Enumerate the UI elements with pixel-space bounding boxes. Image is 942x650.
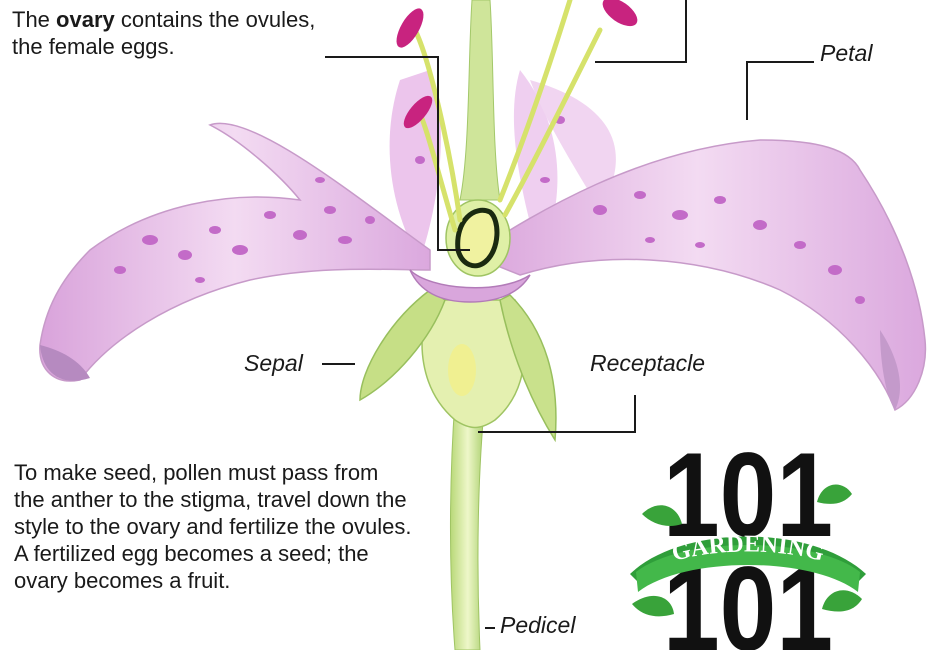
ovary-term: ovary: [56, 7, 115, 32]
ovary-caption: The ovary contains the ovules, the femal…: [12, 6, 342, 60]
receptacle-label: Receptacle: [590, 350, 705, 377]
pollination-caption: To make seed, pollen must pass from the …: [14, 459, 414, 594]
gardening-101-logo: 101 101 GARDENING: [622, 424, 874, 650]
style: [460, 0, 500, 200]
pedicel-label: Pedicel: [500, 612, 575, 639]
sepal-label: Sepal: [244, 350, 303, 377]
petal-label: Petal: [820, 40, 872, 67]
pedicel-stem: [450, 400, 485, 650]
